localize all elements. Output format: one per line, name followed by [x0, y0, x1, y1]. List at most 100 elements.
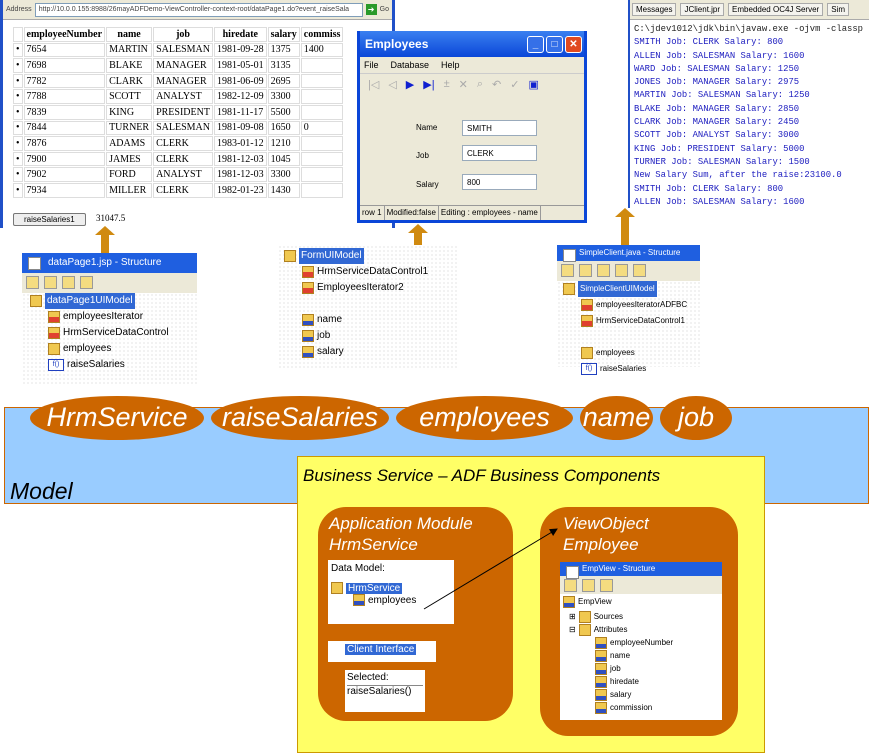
table-cell: 2695: [267, 73, 300, 89]
table-cell: PRESIDENT: [153, 104, 213, 120]
tree-item[interactable]: f()raiseSalaries: [563, 361, 700, 377]
folder-node[interactable]: ⊟ Attributes: [563, 623, 722, 636]
tree-item[interactable]: HrmServiceDataControl: [30, 325, 197, 341]
tree-root[interactable]: dataPage1UIModel: [30, 293, 197, 309]
insert-icon[interactable]: ±: [443, 78, 450, 90]
delete-icon[interactable]: ✕: [458, 79, 468, 91]
collapse-icon[interactable]: ⊟: [569, 624, 576, 634]
navigator-icon[interactable]: ▣: [528, 79, 539, 91]
tree-item[interactable]: employees: [30, 341, 197, 357]
menu-help[interactable]: Help: [441, 60, 460, 70]
name-input[interactable]: SMITH: [462, 120, 537, 136]
console-line: New Salary Sum, after the raise:23100.0: [634, 170, 842, 181]
salary-sum: 31047.5: [96, 213, 126, 223]
console-tab[interactable]: Messages: [632, 3, 677, 16]
last-icon[interactable]: ▶|: [423, 79, 435, 91]
attribute-node[interactable]: job: [563, 662, 722, 675]
go-button[interactable]: Go: [379, 6, 389, 13]
tree-item[interactable]: employeesIterator: [30, 309, 197, 325]
attribute-label: name: [610, 650, 631, 660]
folder-label: Attributes: [593, 624, 628, 634]
table-cell: [300, 151, 344, 167]
url-input[interactable]: http://10.0.0.155:8988/26mayADFDemo-View…: [34, 2, 363, 17]
raise-salaries-button[interactable]: raiseSalaries1: [13, 213, 86, 226]
tool-icon[interactable]: [597, 264, 610, 277]
first-icon[interactable]: |◁: [368, 79, 380, 91]
attribute-icon: [595, 701, 607, 714]
table-cell: 1982-01-23: [213, 182, 267, 198]
next-icon[interactable]: ▶: [405, 79, 415, 91]
console-tab[interactable]: JClient.jpr: [680, 3, 725, 16]
attribute-node[interactable]: salary: [563, 688, 722, 701]
rollback-icon[interactable]: ↶: [492, 79, 502, 91]
table-cell: CLERK: [153, 182, 213, 198]
attribute-node[interactable]: commission: [563, 701, 722, 714]
menu-database[interactable]: Database: [390, 60, 430, 70]
client-interface-node[interactable]: Client Interface: [345, 644, 417, 655]
console-line: MARTIN Job: SALESMAN Salary: 1250: [634, 90, 810, 101]
structure-panel-datapage: dataPage1.jsp - Structure dataPage1UIMod…: [22, 253, 197, 385]
table-cell: 5500: [267, 104, 300, 120]
tool-icon[interactable]: [564, 579, 577, 592]
maximize-button[interactable]: □: [546, 35, 563, 53]
tool-icon[interactable]: [582, 579, 595, 592]
tree-item[interactable]: f()raiseSalaries: [30, 357, 197, 373]
tree-item[interactable]: job: [284, 328, 457, 344]
job-input[interactable]: CLERK: [462, 145, 537, 161]
tool-icon[interactable]: [579, 264, 592, 277]
selected-method[interactable]: raiseSalaries(): [347, 685, 423, 697]
salary-input[interactable]: 800: [462, 174, 537, 190]
menu-file[interactable]: File: [364, 60, 379, 70]
commit-icon[interactable]: ✓: [510, 79, 520, 91]
tree-root[interactable]: SimpleClientUIModel: [563, 281, 700, 297]
go-icon[interactable]: ➜: [365, 4, 377, 15]
data-model-panel: Data Model: HrmService employees: [328, 560, 454, 624]
close-button[interactable]: ✕: [565, 35, 582, 53]
attribute-node[interactable]: name: [563, 649, 722, 662]
tool-icon[interactable]: [62, 276, 75, 289]
tree-item[interactable]: HrmServiceDataControl1: [284, 264, 457, 280]
hrmservice-node[interactable]: HrmService: [346, 582, 403, 594]
business-service-label: Business Service – ADF Business Componen…: [303, 466, 661, 485]
iterator-icon: [302, 266, 314, 278]
minimize-button[interactable]: _: [527, 35, 544, 53]
find-icon[interactable]: ⌕: [476, 78, 484, 90]
tool-icon[interactable]: [26, 276, 39, 289]
attribute-label: employeeNumber: [610, 637, 674, 647]
prev-icon[interactable]: ◁: [388, 79, 397, 91]
tree-item[interactable]: salary: [284, 344, 457, 360]
tree-item[interactable]: EmployeesIterator2: [284, 280, 457, 296]
tool-icon[interactable]: [80, 276, 93, 289]
tree-item[interactable]: HrmServiceDataControl1: [563, 313, 700, 329]
tool-icon[interactable]: [600, 579, 613, 592]
table-cell: 7844: [23, 120, 106, 136]
table-cell: MANAGER: [153, 58, 213, 73]
expand-icon[interactable]: ⊞: [569, 611, 576, 621]
tree-item[interactable]: name: [284, 312, 457, 328]
table-cell: 7839: [23, 104, 106, 120]
iterator-icon: [48, 311, 60, 323]
console-tab[interactable]: Sim: [827, 3, 849, 16]
tool-icon[interactable]: [44, 276, 57, 289]
folder-icon: [578, 610, 591, 623]
tool-icon[interactable]: [561, 264, 574, 277]
app-module-icon: [331, 582, 343, 594]
row-bullet: •: [13, 151, 23, 167]
console-line: ALLEN Job: SALESMAN Salary: 1600: [634, 196, 805, 207]
console-tab[interactable]: Embedded OC4J Server: [728, 3, 824, 16]
folder-node[interactable]: ⊞Sources: [563, 610, 722, 623]
tree-root[interactable]: FormUIModel: [284, 248, 457, 264]
attribute-node[interactable]: hiredate: [563, 675, 722, 688]
tool-icon[interactable]: [615, 264, 628, 277]
table-cell: [300, 73, 344, 89]
tree-item[interactable]: employeesIteratorADFBC: [563, 297, 700, 313]
tool-icon[interactable]: [633, 264, 646, 277]
tree-root[interactable]: EmpView: [563, 594, 722, 610]
tree-item[interactable]: employees: [563, 345, 700, 361]
employees-node[interactable]: employees: [368, 594, 417, 606]
attribute-node[interactable]: employeeNumber: [563, 636, 722, 649]
